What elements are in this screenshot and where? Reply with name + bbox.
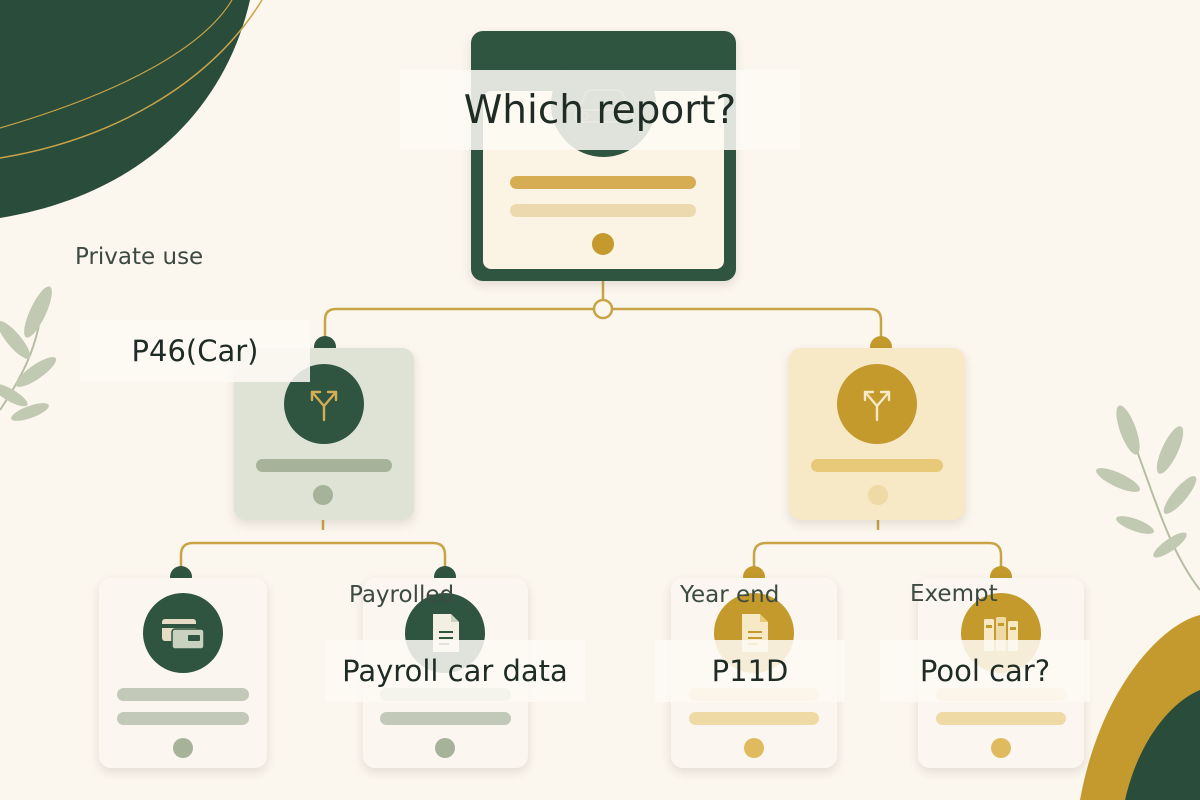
leaf-1-bar-1 — [117, 688, 249, 701]
leaf-4-bar-2 — [936, 712, 1066, 725]
branch-left-dot — [313, 485, 333, 505]
leaf-1-icon-circle — [143, 593, 223, 673]
leaf-1-bar-2 — [117, 712, 249, 725]
leaf-label-pool-car: Pool car? — [880, 640, 1090, 702]
branch-left-label: P46(Car) — [80, 320, 310, 382]
leaf-card-1 — [99, 578, 267, 768]
leaf-2-dot — [435, 738, 455, 758]
root-bar-2 — [510, 204, 696, 217]
edge-label-private-use: Private use — [75, 244, 204, 270]
root-bar-1 — [510, 176, 696, 189]
leaf-3-dot — [744, 738, 764, 758]
branch-right-icon-circle — [837, 364, 917, 444]
top-left-gold-swirl — [0, 0, 263, 159]
leaf-3-bar-2 — [689, 712, 819, 725]
right-leaf-sprig — [1096, 405, 1200, 591]
edge-label-exempt: Exempt — [910, 581, 998, 607]
root-node-label: Which report? — [400, 70, 800, 150]
branch-left-bar — [256, 459, 392, 472]
top-left-green-blob — [0, 0, 250, 218]
branch-right-bar — [811, 459, 943, 472]
leaf-4-dot — [991, 738, 1011, 758]
fork-arrow-icon — [863, 390, 891, 422]
root-junction-node — [592, 298, 614, 320]
leaf-2-bar-2 — [380, 712, 511, 725]
branch-card-right — [789, 348, 965, 520]
left-leaf-sprig — [0, 286, 57, 421]
root-dot — [592, 233, 614, 255]
bottom-right-green-blob — [1125, 690, 1200, 800]
connector-right-bar — [752, 541, 1003, 575]
connector-left-bar — [179, 541, 447, 575]
edge-label-year-end: Year end — [680, 582, 780, 608]
root-node-card — [471, 31, 736, 281]
fork-arrow-icon — [310, 390, 338, 422]
leaf-label-p11d: P11D — [655, 640, 845, 702]
edge-label-payrolled: Payrolled — [349, 582, 455, 608]
leaf-label-payroll-car-data: Payroll car data — [325, 640, 585, 702]
branch-right-dot — [868, 485, 888, 505]
credit-card-icon — [162, 619, 205, 650]
leaf-1-dot — [173, 738, 193, 758]
